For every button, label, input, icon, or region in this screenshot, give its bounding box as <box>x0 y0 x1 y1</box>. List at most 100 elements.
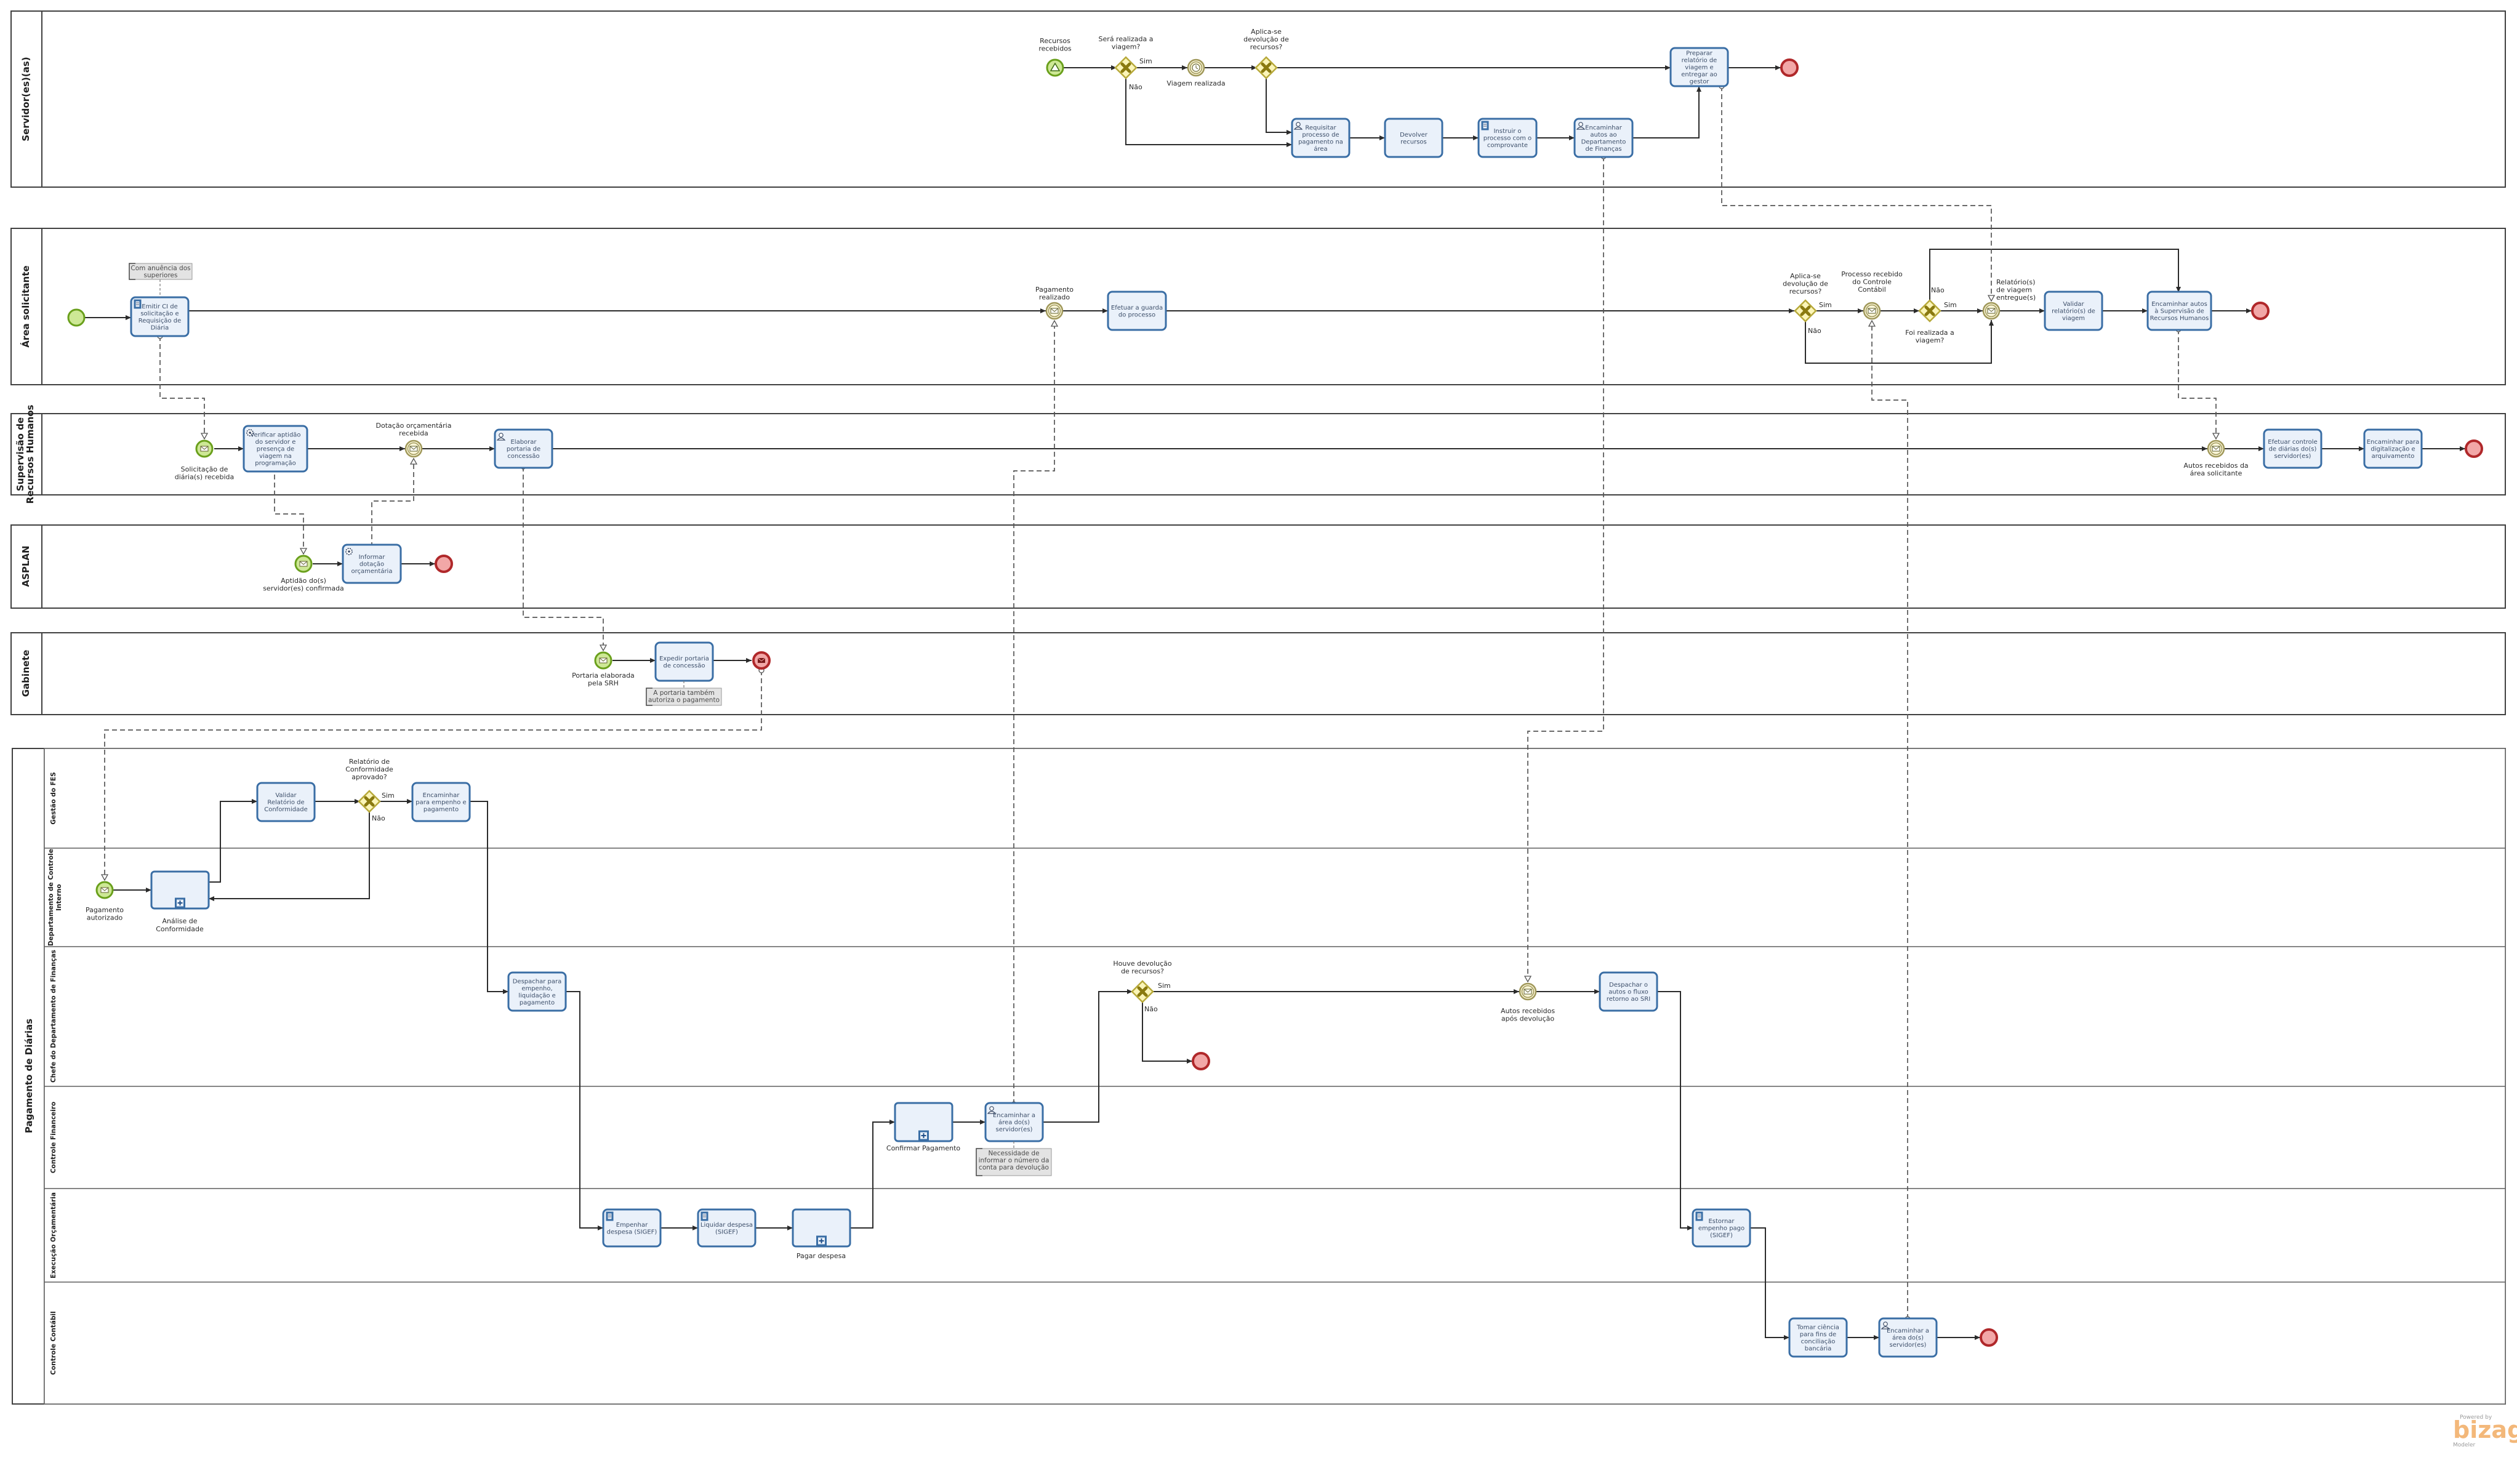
powered-by-text: Powered by <box>2460 1414 2492 1421</box>
task-box <box>1573 118 1634 158</box>
flow-label-sim: Sim <box>1944 301 1957 309</box>
pool-srh: Supervisão deRecursos Humanos <box>10 404 2506 503</box>
end-event[interactable] <box>2465 439 2483 458</box>
intermediate-event-autos-recebidos-devolucao[interactable] <box>1519 982 1537 1001</box>
flow-label-sim: Sim <box>382 792 395 800</box>
intermediate-event-relatorios-entregues[interactable] <box>1982 302 2001 320</box>
flow-label-nao: Não <box>1931 286 1945 294</box>
pool-label-servidores: Servidor(es)(as) <box>20 57 31 141</box>
end-event[interactable] <box>1192 1052 1210 1070</box>
pool-label-srh: Supervisão deRecursos Humanos <box>15 404 36 503</box>
end-event[interactable] <box>752 651 771 670</box>
gateway-houve-devolucao[interactable] <box>1131 980 1154 1003</box>
intermediate-event-autos-recebidos-area[interactable] <box>2207 439 2225 458</box>
lane-dci <box>44 848 2506 947</box>
user-task-icon <box>1881 1322 1890 1330</box>
task-box <box>2263 428 2322 469</box>
exclusive-x-icon <box>1924 305 1935 316</box>
end-event[interactable] <box>1780 58 1799 77</box>
intermediate-event-pagamento-realizado[interactable] <box>1045 302 1064 320</box>
gateway-aplica-devolucao[interactable] <box>1254 56 1278 79</box>
user-task-icon <box>987 1106 997 1114</box>
pool-label-gabinete: Gabinete <box>20 650 31 697</box>
exclusive-x-icon <box>1137 986 1148 997</box>
task-liquidar-despesa[interactable]: Liquidar despesa(SIGEF) <box>697 1208 757 1248</box>
start-event-aptidao-confirmada[interactable] <box>294 555 313 573</box>
service-task-icon <box>345 548 353 555</box>
gateway-sera-realizada[interactable] <box>1114 56 1138 79</box>
gateway-relatorio-aprovado[interactable] <box>358 790 381 813</box>
user-task-icon <box>1293 122 1303 130</box>
end-event[interactable] <box>435 555 453 573</box>
task-box <box>2363 428 2423 469</box>
start-event[interactable] <box>67 308 86 327</box>
exclusive-x-icon <box>1120 62 1131 73</box>
start-event-recursos-recebidos[interactable] <box>1046 58 1064 77</box>
pool-area-solicitante: Área solicitante <box>10 228 2506 385</box>
lane-label-cfin: Controle Financeiro <box>50 1102 57 1173</box>
intermediate-event-dotacao-recebida[interactable] <box>404 439 423 458</box>
sequence-flows <box>85 65 2465 1340</box>
message-flows <box>105 86 2216 1319</box>
script-task-icon <box>134 299 142 309</box>
end-event[interactable] <box>1980 1328 1998 1347</box>
flow-label-nao: Não <box>1129 83 1142 91</box>
start-event-portaria-elaborada[interactable] <box>594 651 612 670</box>
intermediate-event-viagem-realizada[interactable] <box>1187 58 1205 77</box>
event-label: Aptidão do(s)servidor(es) confirmada <box>263 577 344 593</box>
lane-label-dfin: Chefe do Departamento de Finanças <box>50 950 57 1083</box>
end-event[interactable] <box>2251 302 2270 320</box>
gateway-foi-realizada[interactable] <box>1918 299 1941 323</box>
flow-label-sim: Sim <box>1139 57 1152 65</box>
subprocess-confirmar[interactable]: Confirmar Pagamento <box>886 1102 960 1152</box>
start-event-solicitacao-recebida[interactable] <box>195 439 214 458</box>
modeler-text: Modeler <box>2453 1442 2476 1448</box>
flow-label-sim: Sim <box>1819 301 1832 309</box>
flow-label-nao: Não <box>1144 1005 1158 1013</box>
intermediate-event-processo-recebido[interactable] <box>1863 302 1881 320</box>
task-box <box>1291 118 1351 158</box>
lane-label-dci: Departamento de ControleInterno <box>47 849 63 946</box>
subprocess-pagar[interactable]: Pagar despesa <box>792 1208 851 1260</box>
gateway-aplica-devolucao-area[interactable] <box>1794 299 1817 323</box>
lane-dfin <box>44 946 2506 1087</box>
start-event-pagamento-autorizado[interactable] <box>95 881 114 899</box>
